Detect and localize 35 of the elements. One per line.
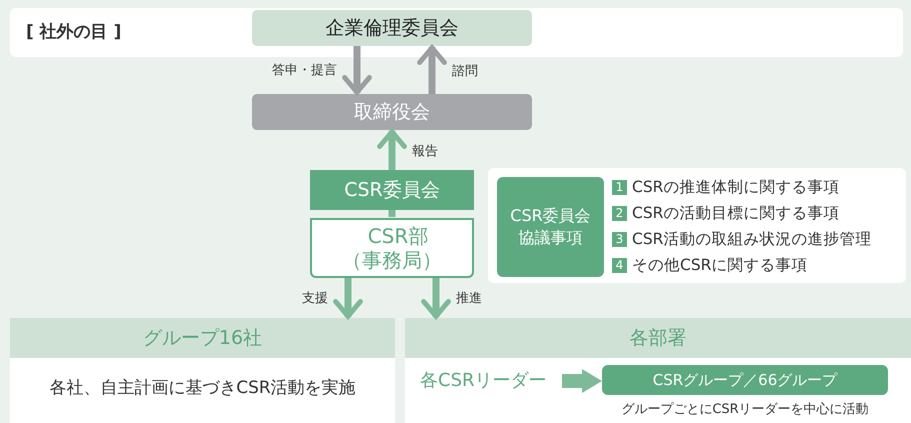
item-number: 2 <box>612 206 627 221</box>
arrow <box>342 46 372 95</box>
arrow <box>417 45 447 94</box>
group-panel <box>10 318 395 423</box>
edge-label: 支援 <box>300 288 330 306</box>
section-heading: [ 社外の目 ] <box>26 21 122 43</box>
board-box: 取締役会 <box>252 94 532 130</box>
group-box: CSRグループ／66グループ <box>602 365 888 395</box>
topic-heading-box: CSR委員会協議事項 <box>497 177 604 277</box>
arrow <box>562 369 602 393</box>
item-number: 4 <box>612 258 627 273</box>
item-number: 3 <box>612 232 627 247</box>
leader-label: 各CSRリーダー <box>420 366 560 396</box>
arrow <box>377 129 407 170</box>
panel-body-text: 各社、自主計画に基づきCSR活動を実施 <box>48 377 357 399</box>
department-box: CSR部（事務局） <box>310 218 474 278</box>
panel-heading: グループ16社 <box>10 318 395 358</box>
edge-label: 報告 <box>410 142 440 160</box>
list-item-text: CSRの推進体制に関する事項 <box>632 177 840 198</box>
edge-label: 諮問 <box>450 62 480 80</box>
arrow <box>333 278 363 319</box>
committee-box: 企業倫理委員会 <box>252 10 532 46</box>
list-item-text: CSR活動の取組み状況の進捗管理 <box>632 229 872 250</box>
item-number: 1 <box>612 180 627 195</box>
list-item-text: その他CSRに関する事項 <box>632 255 808 276</box>
arrow <box>421 278 451 319</box>
topics-panel <box>488 168 906 283</box>
edge-label: 答申・提言 <box>270 60 339 78</box>
edge-label: 推進 <box>454 288 484 306</box>
header-band <box>10 8 903 57</box>
list-item-text: CSRの活動目標に関する事項 <box>632 203 840 224</box>
caption-text: グループごとにCSRリーダーを中心に活動 <box>620 401 870 418</box>
panel-heading: 各部署 <box>405 318 911 358</box>
committee-box: CSR委員会 <box>310 170 474 210</box>
group-panel <box>405 318 911 423</box>
